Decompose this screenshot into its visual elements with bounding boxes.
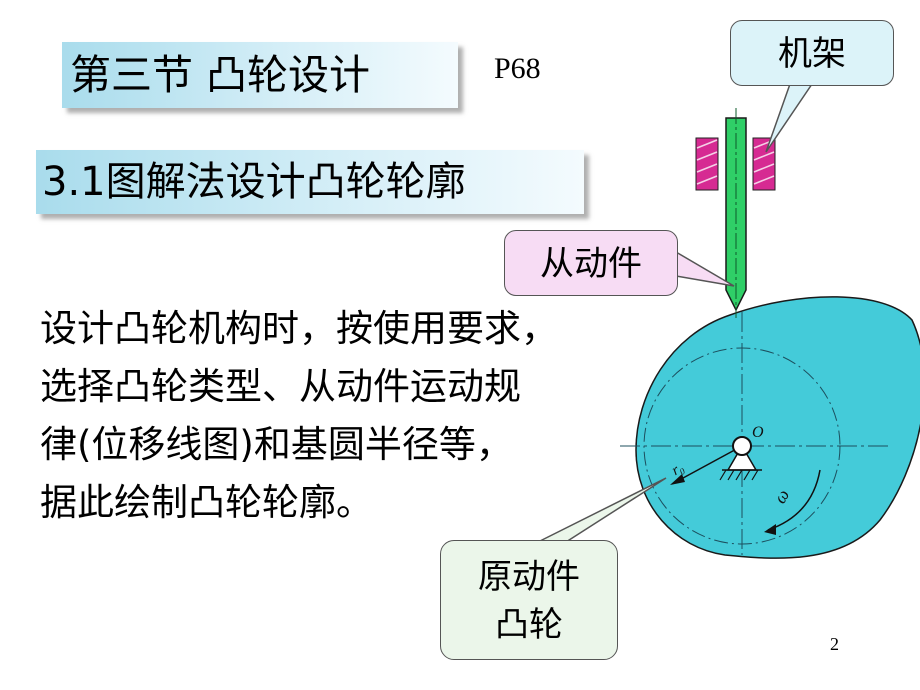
omega-arrowhead [764,524,776,535]
follower-callout-label: 从动件 [540,244,642,284]
body-line: 律(位移线图)和基圆半径等， [40,423,513,466]
center-label: O [752,424,764,441]
page-reference: P68 [494,52,541,85]
guide-hatching [696,139,775,185]
body-line: 据此绘制凸轮轮廓。 [40,481,373,524]
section-title: 第三节 凸轮设计 [62,42,458,108]
ground-hatch [719,469,759,481]
body-line: 选择凸轮类型、从动件运动规 [40,365,521,408]
follower-callout: 从动件 [504,230,678,296]
radius-arrowhead [670,474,685,485]
frame-callout: 机架 [730,20,894,86]
guide-block-right [752,137,776,191]
page-number: 2 [830,634,839,654]
body-line: 设计凸轮机构时，按使用要求， [40,307,558,350]
cam-callout-label: 凸轮 [495,605,563,645]
radius-arrow [671,445,743,485]
frame-callout-tail [765,83,814,153]
body-paragraph: 设计凸轮机构时，按使用要求， 选择凸轮类型、从动件运动规 律(位移线图)和基圆半… [40,300,600,532]
subsection-title: 3.1图解法设计凸轮轮廓 [36,150,584,214]
frame-callout-label: 机架 [778,34,846,74]
omega-arc [767,469,821,531]
cam-profile [635,296,920,559]
driver-callout-label: 原动件 [478,557,580,597]
pivot-pin [732,436,752,456]
guide-block-left [695,137,719,191]
driver-callout: 原动件 凸轮 [440,540,618,660]
